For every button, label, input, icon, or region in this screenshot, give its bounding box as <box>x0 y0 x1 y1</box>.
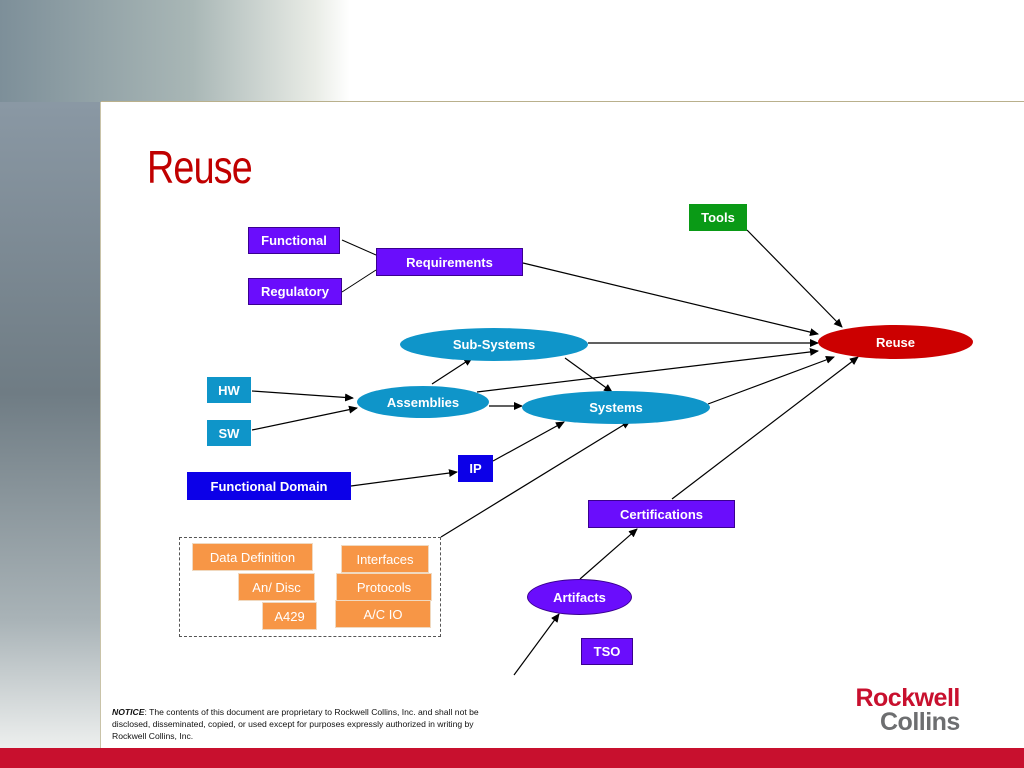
sidebar-divider <box>100 102 101 750</box>
slide-title: Reuse <box>147 141 253 193</box>
arrow-assemblies-reuse <box>476 347 819 393</box>
footer-bar <box>0 748 1024 768</box>
notice-text: : The contents of this document are prop… <box>112 707 479 741</box>
node-protocols: Protocols <box>336 573 432 601</box>
node-sw: SW <box>207 420 251 446</box>
node-reuse: Reuse <box>818 325 973 359</box>
header-photo-banner <box>0 0 350 102</box>
node-regulatory: Regulatory <box>248 278 342 305</box>
header-divider <box>101 101 1024 102</box>
node-an-disc: An/ Disc <box>238 573 315 601</box>
arrow-subsystems-systems <box>564 357 613 393</box>
node-hw: HW <box>207 377 251 403</box>
sidebar-photo-strip <box>0 102 101 750</box>
node-assemblies: Assemblies <box>357 386 489 418</box>
node-systems: Systems <box>522 391 710 424</box>
notice-label: NOTICE <box>112 707 145 717</box>
arrow-functionaldomain-ip <box>350 469 458 487</box>
node-functional-domain: Functional Domain <box>187 472 351 500</box>
node-a429: A429 <box>262 602 317 630</box>
node-tso: TSO <box>581 638 633 665</box>
rockwell-collins-logo: Rockwell Collins <box>842 684 960 736</box>
arrow-artifacts-certifications <box>579 528 638 580</box>
logo-line-2: Collins <box>880 708 960 736</box>
node-certifications: Certifications <box>588 500 735 528</box>
arrow-ip-systems <box>492 421 565 462</box>
arrow-certifications-reuse <box>671 356 859 500</box>
line-regulatory-requirements <box>341 269 377 293</box>
line-functional-requirements <box>341 239 377 256</box>
data-definition-group <box>179 537 441 637</box>
arrow-sw-assemblies <box>251 405 358 431</box>
arrow-tools-reuse <box>746 229 843 328</box>
node-data-definition: Data Definition <box>192 543 313 571</box>
arrow-requirements-reuse <box>522 262 819 337</box>
proprietary-notice: NOTICE: The contents of this document ar… <box>112 706 482 742</box>
arrow-systems-reuse <box>707 356 835 405</box>
node-ip: IP <box>458 455 493 482</box>
node-requirements: Requirements <box>376 248 523 276</box>
node-functional: Functional <box>248 227 340 254</box>
arrow-datadef-systems <box>440 420 631 538</box>
arrow-hw-assemblies <box>251 390 354 402</box>
node-ac-io: A/C IO <box>335 600 431 628</box>
node-interfaces: Interfaces <box>341 545 429 573</box>
arrow-into-artifacts <box>513 613 560 676</box>
node-sub-systems: Sub-Systems <box>400 328 588 361</box>
node-artifacts: Artifacts <box>527 579 632 615</box>
arrow-assemblies-subsystems <box>431 357 473 385</box>
logo-line-1: Rockwell <box>855 684 960 712</box>
node-tools: Tools <box>689 204 747 231</box>
